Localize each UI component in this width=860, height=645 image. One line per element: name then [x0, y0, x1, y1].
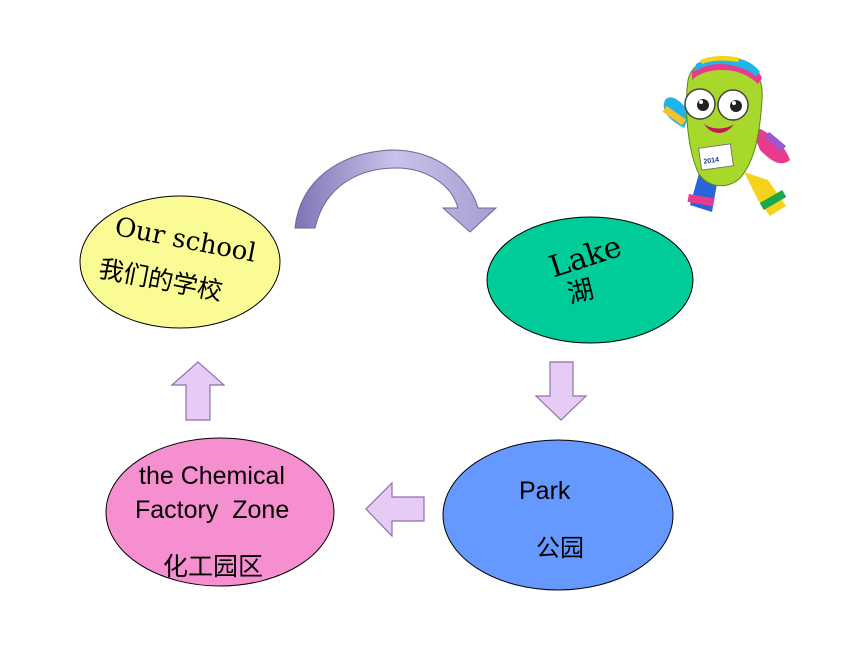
park-label-en: Park [519, 477, 571, 505]
factory-label-zh: 化工园区 [163, 553, 264, 581]
down-arrow-icon [534, 361, 588, 421]
up-arrow-icon [170, 361, 226, 421]
factory-ellipse [105, 437, 335, 587]
curved-arrow-icon [294, 149, 498, 233]
left-arrow-icon [365, 481, 425, 538]
lake-ellipse [486, 216, 694, 344]
mascot-badge-text: 2014 [703, 157, 720, 166]
school-ellipse [79, 195, 281, 329]
factory-label-en-line2: Factory Zone [135, 496, 290, 524]
park-label-zh: 公园 [536, 535, 584, 562]
park-ellipse [442, 439, 674, 591]
olympic-mascot-icon [662, 55, 790, 216]
factory-label-en-line1: the Chemical [139, 462, 285, 490]
